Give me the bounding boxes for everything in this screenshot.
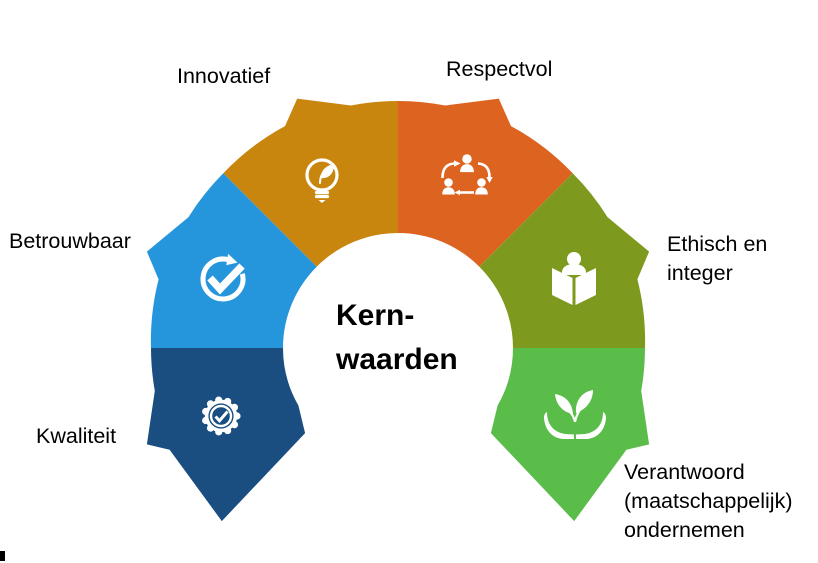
label-ethisch: Ethisch en integer [667,232,768,285]
label-betrouwbaar: Betrouwbaar [9,229,131,253]
label-verantwoord: Verantwoord (maatschappelijk) ondernemen [624,460,793,542]
segment-ethisch [479,173,650,348]
person-open-book-icon [552,252,596,305]
title-line-1: Kern- [336,299,415,332]
badge-check-icon [202,396,241,436]
check-circle-arrow-icon [200,253,246,302]
label-respectvol: Respectvol [446,57,553,81]
title-line-2: waarden [336,343,458,376]
hands-leaves-icon [544,390,606,439]
label-kwaliteit: Kwaliteit [36,424,117,448]
corner-mark [0,551,5,561]
diagram-title: Kern- waarden [336,294,458,382]
lightbulb-leaf-icon [305,158,339,203]
people-exchange-icon [441,154,493,196]
label-innovatief: Innovatief [177,64,271,88]
segment-kwaliteit [146,348,306,522]
